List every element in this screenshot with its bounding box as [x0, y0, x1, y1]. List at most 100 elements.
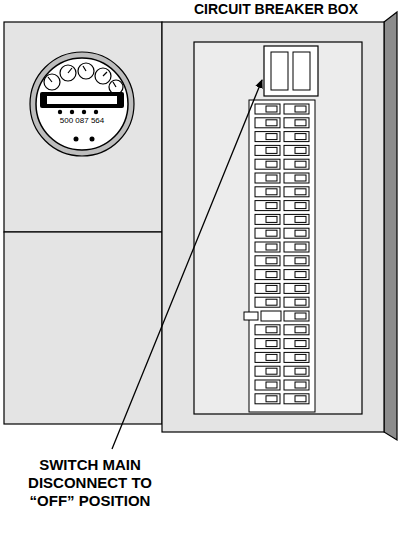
breaker-switch	[284, 366, 309, 376]
breaker-switch	[284, 325, 309, 335]
breaker-switch	[255, 366, 280, 376]
breaker-switch	[255, 256, 280, 266]
breaker-switch	[255, 187, 280, 197]
breaker-switch	[284, 145, 309, 155]
breaker-switch	[266, 244, 277, 250]
breaker-switch	[255, 145, 280, 155]
breaker-switch	[284, 297, 309, 307]
breaker-switch	[266, 106, 277, 112]
breaker-switch	[266, 382, 277, 388]
breaker-switch	[266, 216, 277, 222]
breaker-switch	[266, 203, 277, 209]
breaker-switch	[255, 228, 280, 238]
breaker-switch	[255, 297, 280, 307]
breaker-switch	[266, 327, 277, 333]
breaker-switch	[295, 106, 306, 112]
breaker-switch	[295, 244, 306, 250]
breaker-switch	[295, 382, 306, 388]
breaker-switch	[255, 214, 280, 224]
breaker-switch	[284, 228, 309, 238]
breaker-switch	[244, 312, 258, 320]
breaker-switch	[255, 159, 280, 169]
breaker-switch	[255, 242, 280, 252]
meter-rim	[30, 52, 134, 156]
breaker-switch	[255, 118, 280, 128]
breaker-switch	[284, 187, 309, 197]
breaker-switch	[255, 283, 280, 293]
breaker-panel	[194, 42, 362, 414]
breaker-switch	[284, 214, 309, 224]
meter-upper-panel	[4, 22, 162, 232]
breaker-switch	[284, 132, 309, 142]
main-disconnect-handle	[293, 52, 310, 90]
breaker-switch	[295, 120, 306, 126]
breaker-switch	[255, 325, 280, 335]
breaker-switch	[284, 201, 309, 211]
door-edge	[384, 12, 397, 440]
breaker-bank	[249, 100, 315, 412]
breaker-switch	[255, 394, 280, 404]
breaker-switch	[284, 173, 309, 183]
breaker-switch	[255, 339, 280, 349]
breaker-switch	[266, 396, 277, 402]
breaker-switch	[266, 354, 277, 360]
breaker-switch	[266, 161, 277, 167]
breaker-switch	[284, 104, 309, 114]
breaker-switch	[295, 161, 306, 167]
main-disconnect	[264, 46, 318, 96]
breaker-switch	[284, 283, 309, 293]
breaker-switch	[284, 256, 309, 266]
breaker-switch	[295, 258, 306, 264]
breaker-switch	[255, 270, 280, 280]
breaker-switch	[284, 380, 309, 390]
breaker-switch	[261, 311, 281, 321]
breaker-switch	[266, 230, 277, 236]
instruction-label: SWITCH MAIN DISCONNECT TO “OFF” POSITION	[10, 456, 170, 510]
breaker-switch	[266, 285, 277, 291]
breaker-switch	[284, 352, 309, 362]
breaker-switch	[266, 147, 277, 153]
breaker-switch	[295, 147, 306, 153]
breaker-switch	[255, 104, 280, 114]
breaker-switch	[255, 380, 280, 390]
breaker-switch	[284, 270, 309, 280]
meter-bar-window	[47, 96, 117, 104]
breaker-switch	[266, 175, 277, 181]
breaker-switch	[284, 394, 309, 404]
main-disconnect-handle	[271, 52, 288, 90]
breaker-switch	[266, 272, 277, 278]
meter-number: 500 087 564	[42, 116, 122, 126]
breaker-switch	[266, 368, 277, 374]
breaker-switch	[295, 203, 306, 209]
breaker-switch	[295, 299, 306, 305]
breaker-switch	[284, 159, 309, 169]
breaker-switch	[255, 352, 280, 362]
meter-face	[36, 58, 128, 150]
diagram-title: CIRCUIT BREAKER BOX	[160, 1, 392, 18]
breaker-switch	[295, 368, 306, 374]
breaker-switch	[284, 311, 309, 321]
breaker-switch	[295, 189, 306, 195]
breaker-switch	[266, 134, 277, 140]
breaker-switch	[284, 339, 309, 349]
breaker-switch	[266, 189, 277, 195]
breaker-switch	[284, 118, 309, 128]
breaker-switch	[284, 242, 309, 252]
breaker-switch	[295, 272, 306, 278]
breaker-switch	[295, 216, 306, 222]
meter-lower-panel	[4, 232, 162, 424]
breaker-switch	[295, 175, 306, 181]
breaker-housing	[162, 22, 384, 432]
breaker-switch	[266, 258, 277, 264]
breaker-switch	[295, 313, 306, 319]
meter-dots	[58, 110, 98, 142]
leader-line	[112, 80, 262, 449]
breaker-switch	[266, 299, 277, 305]
breaker-switch	[295, 341, 306, 347]
breaker-switch	[255, 132, 280, 142]
meter-dials	[44, 63, 123, 94]
breaker-switch	[295, 327, 306, 333]
breaker-switches	[244, 104, 309, 404]
breaker-switch	[255, 201, 280, 211]
